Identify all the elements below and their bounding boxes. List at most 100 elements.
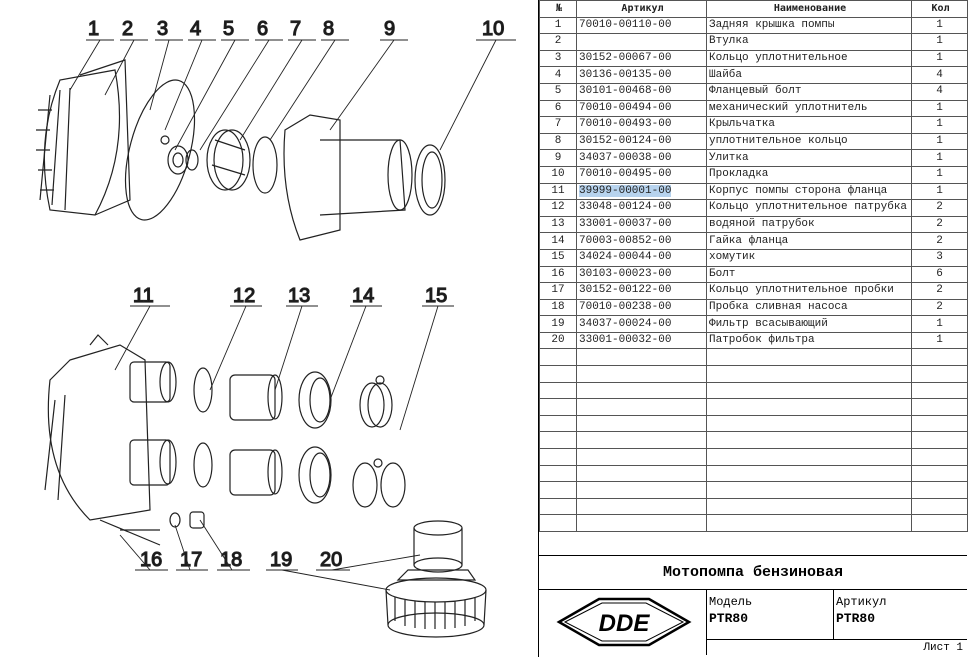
selected-article-text[interactable]: 39999-00001-00 (579, 184, 672, 197)
row-num (539, 481, 577, 499)
row-num (539, 398, 577, 416)
model-value: PTR80 (709, 611, 749, 626)
row-qty: 6 (911, 265, 968, 284)
row-num (539, 464, 577, 483)
row-qty: 1 (911, 16, 968, 35)
table-row (539, 398, 968, 416)
row-qty (911, 448, 968, 466)
row-qty (911, 481, 968, 499)
row-num: 19 (539, 315, 577, 333)
row-article (576, 514, 707, 532)
row-name: Шайба (706, 66, 912, 84)
row-num (539, 381, 577, 400)
row-name (706, 414, 912, 433)
row-qty: 2 (911, 282, 968, 300)
row-name: Патробок фильтра (706, 331, 912, 350)
row-name (706, 431, 912, 450)
callout-10: 10 (482, 18, 504, 40)
callout-19: 19 (270, 549, 292, 571)
row-name: Кольцо уплотнительное пробки (706, 282, 912, 300)
callout-6: 6 (257, 18, 268, 40)
row-article (576, 481, 707, 499)
row-name (706, 464, 912, 483)
seal-ring-part (252, 136, 278, 194)
row-num (539, 514, 577, 532)
row-name: Фильтр всасывающий (706, 315, 912, 333)
gasket-part (414, 144, 446, 216)
header-article: Артикул (576, 0, 707, 18)
callout-16: 16 (140, 549, 162, 571)
row-name: Втулка (706, 33, 912, 51)
callout-14: 14 (352, 285, 374, 307)
row-qty (911, 431, 968, 450)
callout-4: 4 (190, 18, 201, 40)
row-article (576, 464, 707, 483)
row-num: 1 (539, 16, 577, 35)
table-row (539, 365, 968, 383)
row-article: 70003-00852-00 (576, 232, 707, 250)
row-qty: 4 (911, 82, 968, 101)
row-qty: 1 (911, 165, 968, 184)
row-article (576, 497, 707, 516)
row-num: 15 (539, 248, 577, 267)
callout-13: 13 (288, 285, 310, 307)
row-num: 9 (539, 149, 577, 167)
row-name: Задняя крышка помпы (706, 16, 912, 35)
callout-17: 17 (180, 549, 202, 571)
pump-body-part (44, 334, 177, 546)
row-qty (911, 381, 968, 400)
row-name (706, 348, 912, 367)
product-title: Мотопомпа бензиновая (539, 556, 967, 590)
row-num: 11 (539, 182, 577, 201)
row-article: 30101-00468-00 (576, 82, 707, 101)
row-name: Улитка (706, 149, 912, 167)
row-qty: 2 (911, 298, 968, 317)
row-qty: 2 (911, 232, 968, 250)
row-qty: 1 (911, 149, 968, 167)
row-num (539, 448, 577, 466)
row-name (706, 448, 912, 466)
row-qty: 1 (911, 49, 968, 68)
row-name: уплотнительное кольцо (706, 132, 912, 151)
filter-parts (385, 520, 487, 638)
row-num: 20 (539, 331, 577, 350)
callout-1: 1 (88, 18, 99, 40)
model-cell: Модель PTR80 (707, 589, 834, 640)
row-name: хомутик (706, 248, 912, 267)
row-qty: 1 (911, 116, 968, 134)
article-cell: Артикул PTR80 (834, 589, 967, 640)
row-qty (911, 514, 968, 532)
row-article: 33048-00124-00 (576, 199, 707, 217)
impeller-part (206, 129, 251, 191)
table-row (539, 514, 968, 532)
sheet-number: Лист 1 (923, 642, 963, 654)
table-row (539, 448, 968, 466)
row-num: 12 (539, 199, 577, 217)
row-num: 6 (539, 99, 577, 118)
row-article (576, 431, 707, 450)
volute-part (283, 114, 413, 241)
row-num: 3 (539, 49, 577, 68)
row-article: 70010-00494-00 (576, 99, 707, 118)
row-num (539, 414, 577, 433)
row-name (706, 381, 912, 400)
callout-8: 8 (323, 18, 334, 40)
row-article: 34024-00044-00 (576, 248, 707, 267)
row-article: 70010-00495-00 (576, 165, 707, 184)
row-num: 14 (539, 232, 577, 250)
row-name: механический уплотнитель (706, 99, 912, 118)
callout-7: 7 (290, 18, 301, 40)
dde-logo: DDE (539, 589, 707, 655)
row-name: Прокладка (706, 165, 912, 184)
row-article (576, 365, 707, 383)
